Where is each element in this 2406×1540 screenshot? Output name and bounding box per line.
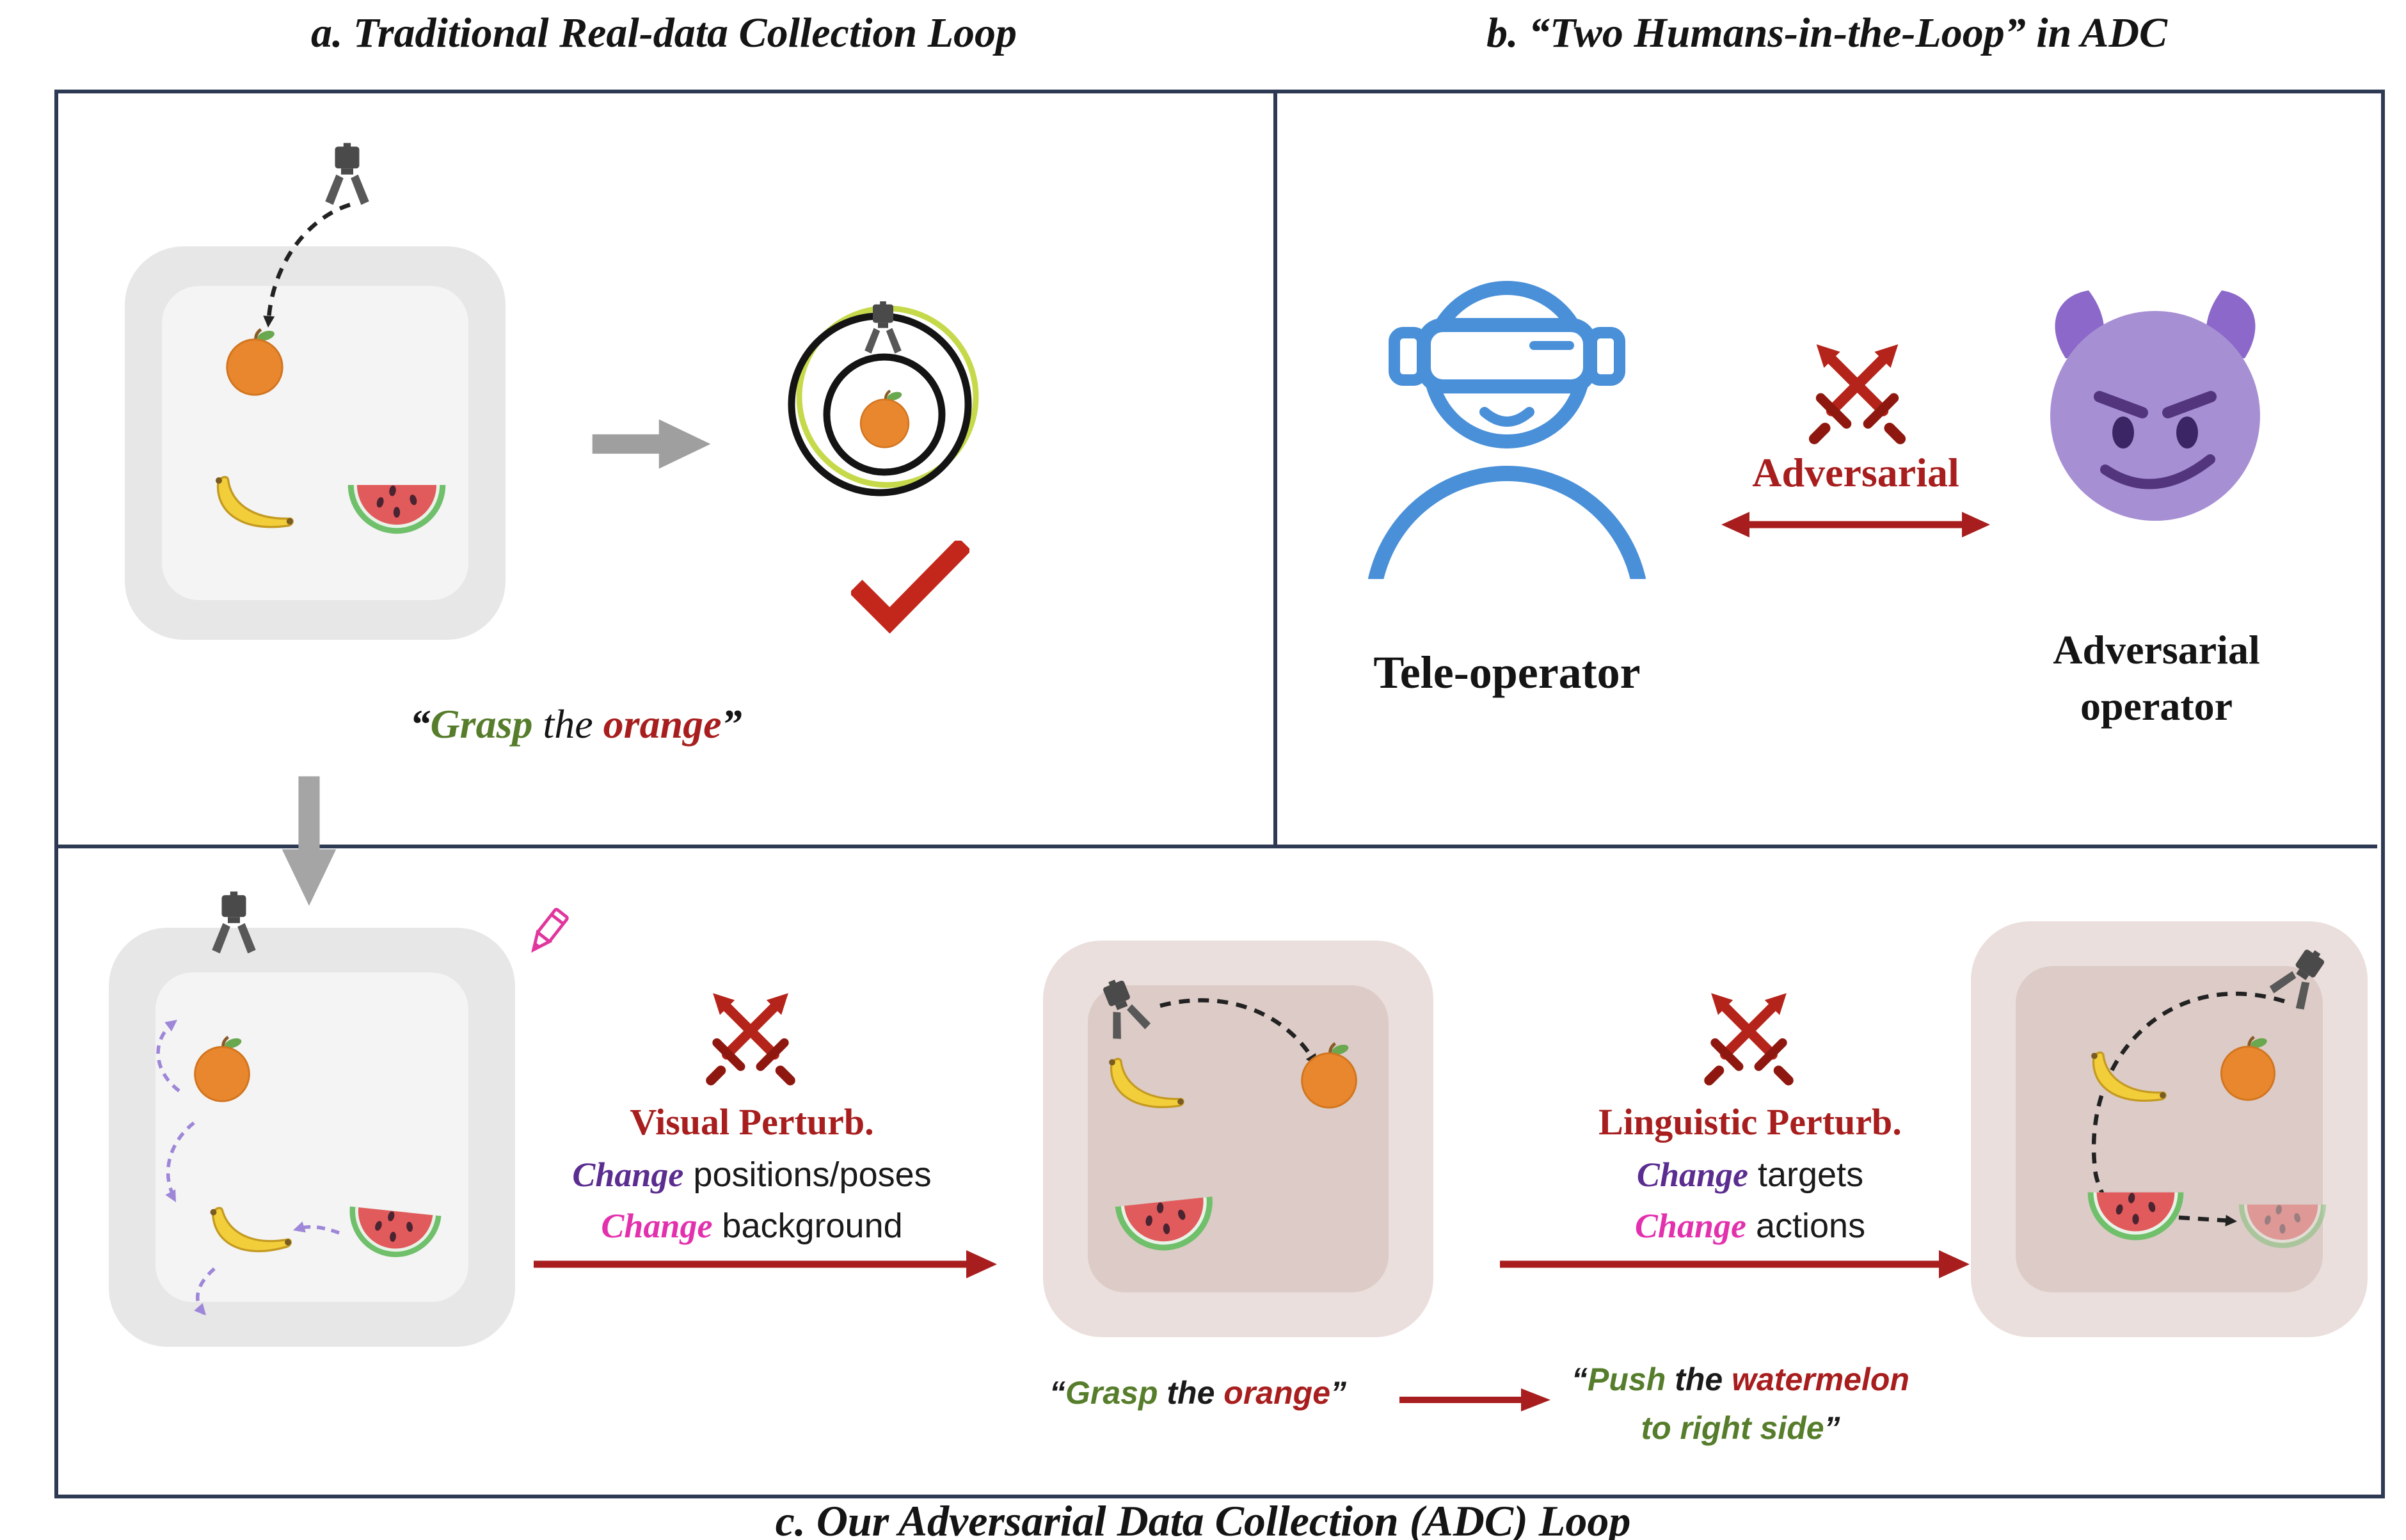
quote-close: ” xyxy=(721,701,742,747)
push-caption-line2: to right side” xyxy=(1536,1404,1945,1452)
teleoperator-label: Tele-operator xyxy=(1373,647,1641,698)
banana-icon xyxy=(2090,1051,2167,1102)
bin-a-inner xyxy=(162,286,468,600)
caption-flow-arrow xyxy=(1399,1388,1550,1411)
quote-open: “ xyxy=(1049,1375,1065,1411)
watermelon-icon xyxy=(345,1206,442,1262)
change-keyword: Change xyxy=(1636,1155,1748,1194)
devil-face-icon xyxy=(2050,290,2260,521)
checkmark-icon xyxy=(851,541,969,633)
adversarial-operator-label: Adversarial operator xyxy=(1996,622,2316,734)
quote-open: “ xyxy=(1572,1361,1588,1397)
adversarial-operator-line2: operator xyxy=(2080,683,2233,729)
linguistic-perturb-line2: Change actions xyxy=(1561,1200,1939,1251)
change-rest: actions xyxy=(1746,1207,1866,1245)
watermelon-icon xyxy=(1115,1196,1218,1255)
panel-b-title: b. “Two Humans-in-the-Loop” in ADC xyxy=(1486,10,2168,56)
banana-icon xyxy=(1108,1058,1185,1109)
caption-verb: Grasp xyxy=(1065,1375,1158,1411)
panel-divider-horizontal xyxy=(54,845,2377,848)
orange-icon xyxy=(1298,1042,1360,1109)
quote-open: “ xyxy=(410,701,431,747)
linguistic-perturb-arrow xyxy=(1500,1250,1970,1278)
push-caption: “Push the watermelon to right side” xyxy=(1536,1355,1945,1452)
banana-icon xyxy=(209,1197,293,1259)
watermelon-icon xyxy=(2087,1192,2184,1241)
push-caption-line1: “Push the watermelon xyxy=(1536,1355,1945,1404)
grasp-caption-c: “Grasp the orange” xyxy=(1019,1374,1377,1411)
adversarial-double-arrow xyxy=(1721,512,1990,537)
caption-verb: Grasp xyxy=(430,701,533,747)
visual-perturb-arrow xyxy=(534,1250,997,1278)
change-rest: positions/poses xyxy=(683,1155,932,1194)
banana-icon xyxy=(214,475,294,528)
visual-perturb-heading: Visual Perturb. xyxy=(630,1101,874,1143)
adversarial-label: Adversarial xyxy=(1752,450,1959,495)
orange-icon xyxy=(2217,1035,2279,1102)
grasp-caption-a: “Grasp the orange” xyxy=(77,701,1075,748)
orange-icon xyxy=(191,1035,253,1103)
caption-mid: the xyxy=(1666,1361,1732,1397)
pencil-edit-icon xyxy=(531,908,569,953)
grasp-success-icon xyxy=(788,301,979,496)
panel-c-title: c. Our Adversarial Data Collection (ADC)… xyxy=(775,1496,1631,1540)
quote-close: ” xyxy=(1330,1375,1346,1411)
linguistic-perturb-block: Linguistic Perturb. Change targets Chang… xyxy=(1561,1095,1939,1251)
visual-perturb-line1: Change positions/poses xyxy=(563,1149,941,1200)
orange-icon xyxy=(223,328,287,397)
visual-perturb-block: Visual Perturb. Change positions/poses C… xyxy=(563,1095,941,1251)
step-arrow-icon xyxy=(592,419,711,469)
vr-teleoperator-icon xyxy=(1368,281,1646,579)
caption-object: orange xyxy=(603,701,722,747)
watermelon-ghost-icon xyxy=(2238,1204,2327,1248)
caption-object: watermelon xyxy=(1732,1361,1909,1397)
linguistic-perturb-line1: Change targets xyxy=(1561,1149,1939,1200)
change-rest: targets xyxy=(1748,1155,1864,1194)
change-keyword: Change xyxy=(1634,1207,1746,1245)
pose-change-arrows xyxy=(156,1020,340,1315)
panel-a-title: a. Traditional Real-data Collection Loop xyxy=(310,10,1017,56)
flow-down-arrow-icon xyxy=(282,776,337,906)
quote-close: ” xyxy=(1824,1410,1840,1446)
linguistic-perturb-heading: Linguistic Perturb. xyxy=(1598,1101,1902,1143)
crossed-swords-icon xyxy=(1801,338,1913,445)
crossed-swords-icon xyxy=(1697,987,1801,1086)
change-rest: background xyxy=(712,1207,903,1245)
visual-perturb-line2: Change background xyxy=(563,1200,941,1251)
change-keyword: Change xyxy=(601,1207,713,1245)
caption-mid: the xyxy=(532,701,603,747)
crossed-swords-icon xyxy=(699,987,802,1086)
caption-line2: to right side xyxy=(1641,1410,1824,1446)
caption-mid: the xyxy=(1158,1375,1224,1411)
approach-dashed-arrow xyxy=(263,202,351,328)
caption-verb: Push xyxy=(1588,1361,1666,1397)
change-keyword: Change xyxy=(572,1155,684,1194)
watermelon-icon xyxy=(347,485,446,534)
adversarial-operator-line1: Adversarial xyxy=(2053,627,2260,672)
caption-object: orange xyxy=(1223,1375,1330,1411)
gripper-icon xyxy=(212,891,256,954)
panel-divider-vertical xyxy=(1273,90,1277,848)
